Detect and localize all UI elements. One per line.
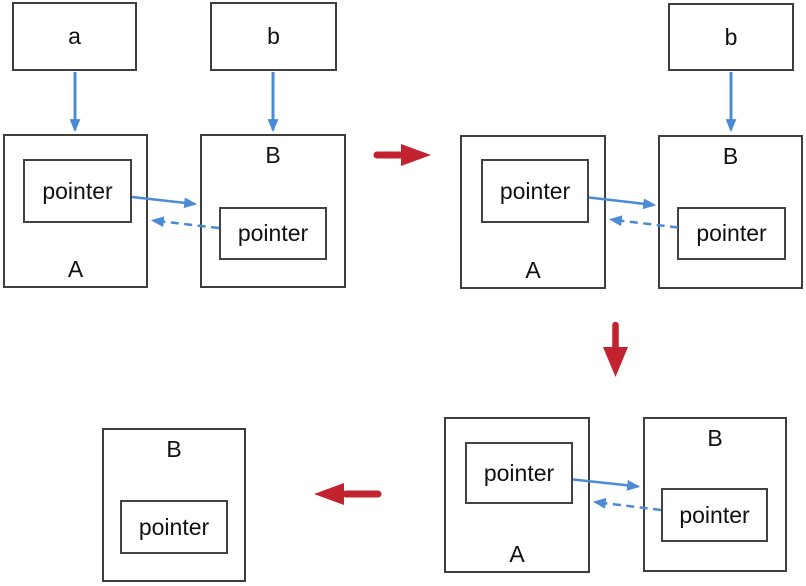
state1-object-A-box: A pointer — [3, 134, 148, 288]
transition-arrow-right-icon — [373, 144, 431, 166]
state3-pointer-in-B: pointer — [661, 488, 768, 542]
state2-var-b-label: b — [724, 23, 738, 50]
state2-object-A-label: A — [525, 257, 541, 283]
state3-object-A-label: A — [509, 541, 525, 567]
state2-object-B-label: B — [722, 143, 739, 169]
state3-object-A-box: A pointer — [444, 417, 590, 573]
state1-object-B-label: B — [265, 142, 281, 168]
transition-arrow-down-icon — [603, 321, 628, 377]
state1-var-a-box: a — [12, 2, 137, 71]
state3-object-B-box: B pointer — [643, 417, 787, 572]
state2-object-B-box: B pointer — [658, 135, 803, 289]
pointer-label: pointer — [42, 177, 113, 204]
transition-left-head — [314, 483, 344, 505]
state1-object-A-label: A — [67, 256, 84, 282]
state1-var-a-label: a — [68, 23, 81, 49]
state1-pointer-in-B: pointer — [219, 207, 327, 260]
pointer-label: pointer — [483, 459, 555, 486]
state4-pointer-in-B: pointer — [120, 500, 228, 554]
state3-pointer-in-A: pointer — [465, 442, 573, 504]
pointer-label: pointer — [138, 513, 210, 540]
state2-var-b-box: b — [668, 3, 794, 71]
transition-down-head — [603, 347, 628, 377]
transition-arrow-left-icon — [314, 483, 382, 505]
state4-object-B-box: B pointer — [102, 428, 246, 582]
pointer-label: pointer — [499, 177, 571, 204]
state3-object-B-label: B — [707, 425, 723, 451]
pointer-label: pointer — [237, 220, 309, 246]
state1-pointer-in-A: pointer — [23, 159, 132, 223]
state1-object-B-box: B pointer — [200, 134, 346, 288]
transition-right-head — [401, 144, 431, 166]
state2-object-A-box: A pointer — [460, 135, 606, 289]
state1-var-b-box: b — [210, 2, 337, 71]
pointer-label: pointer — [696, 220, 767, 246]
state2-pointer-in-A: pointer — [481, 159, 589, 223]
state1-var-b-label: b — [267, 23, 280, 49]
state4-object-B-label: B — [166, 436, 182, 462]
pointer-label: pointer — [679, 501, 750, 528]
state2-pointer-in-B: pointer — [677, 207, 786, 260]
